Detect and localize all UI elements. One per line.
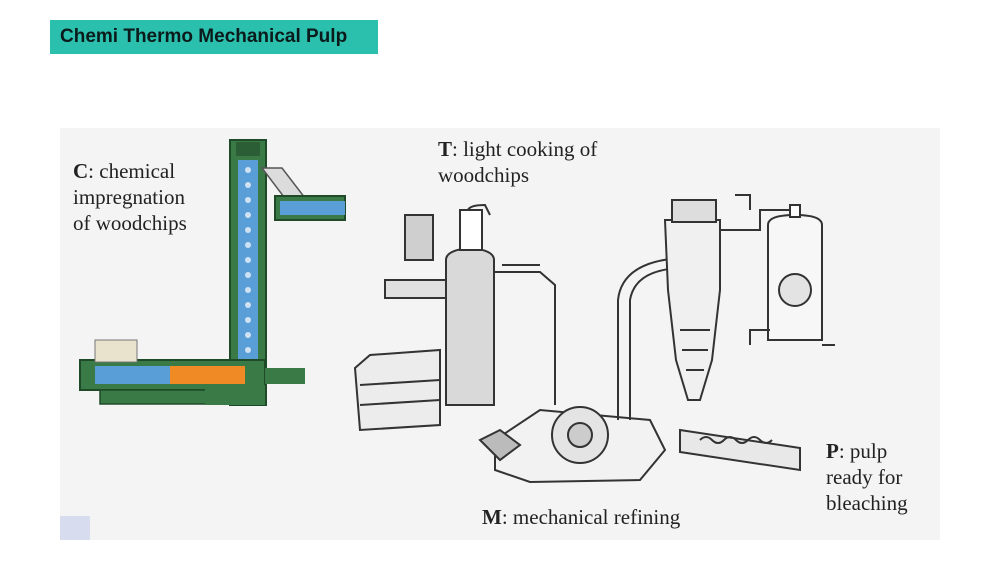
impregnation-unit (79, 139, 346, 406)
title-banner: Chemi Thermo Mechanical Pulp (50, 20, 378, 54)
slide-title: Chemi Thermo Mechanical Pulp (60, 26, 348, 47)
label-c: C: chemical impregnation of woodchips (73, 159, 187, 235)
decorative-square (60, 516, 90, 540)
label-p: P: pulp ready for bleaching (826, 439, 908, 515)
label-m: M: mechanical refining (482, 505, 681, 529)
label-t: T: light cooking of woodchips (438, 137, 598, 187)
process-train (353, 194, 835, 484)
